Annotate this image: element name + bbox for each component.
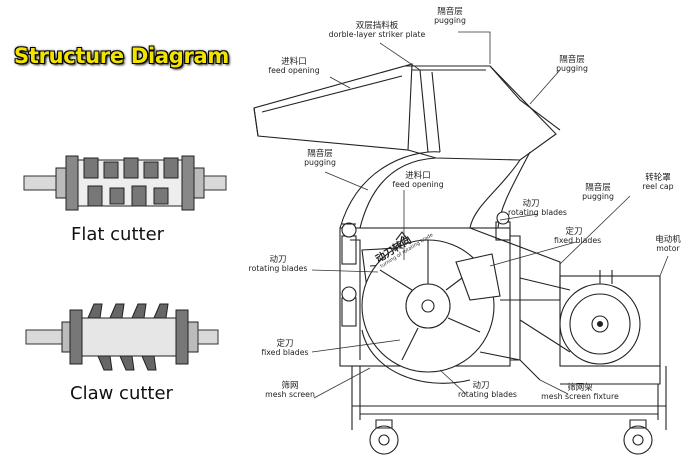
flat-cutter-label: Flat cutter: [71, 224, 165, 245]
claw-cutter-label: Claw cutter: [70, 383, 173, 404]
wheel-left: [369, 425, 399, 455]
flat-cutter-illustration: [23, 155, 227, 211]
wheel-right: [623, 425, 653, 455]
page-title: Structure Diagram: [14, 44, 229, 68]
claw-cutter-illustration: [25, 303, 219, 371]
feed-hopper: [253, 63, 413, 151]
